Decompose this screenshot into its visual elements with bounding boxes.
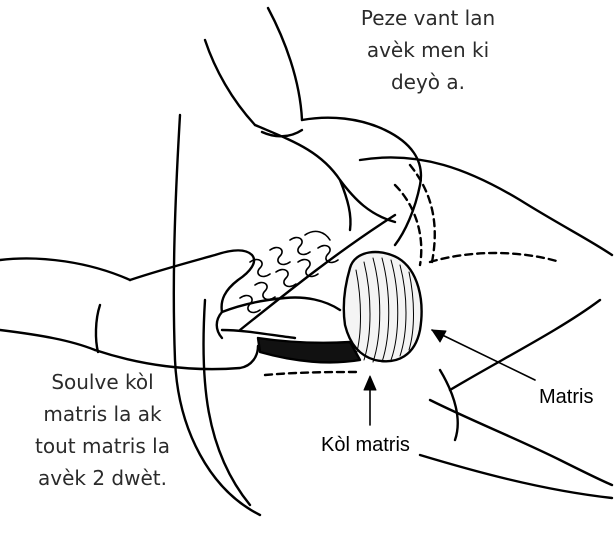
top-arm-inner [205, 40, 255, 125]
cervix-arrow [364, 376, 376, 425]
uterus-shape [344, 252, 422, 362]
dashed-organ-top [410, 165, 435, 262]
bottom-hand-finger-2 [222, 330, 295, 338]
bottom-arm-upper [0, 258, 130, 280]
dashed-vaginal-floor [265, 372, 360, 375]
top-hand-palm [255, 125, 395, 222]
bottom-arm-lower [0, 330, 95, 350]
caption-line: Peze vant lan [318, 2, 538, 34]
caption-line: matris la ak [0, 398, 205, 430]
pubic-hair-texture [240, 231, 338, 312]
top-arm-outer [268, 8, 302, 120]
instruction-caption-abdomen: Peze vant lan avèk men ki deyò a. [318, 2, 538, 98]
bottom-hand-wrist-band [96, 305, 100, 352]
caption-line: deyò a. [318, 66, 538, 98]
leg-fold-line [420, 455, 612, 498]
top-hand-fingers [302, 118, 421, 245]
uterus-label: Matris [539, 386, 593, 409]
instruction-caption-fingers: Soulve kòl matris la ak tout matris la a… [0, 366, 205, 494]
cervix-channel [258, 338, 360, 362]
bottom-hand-finger-1 [222, 298, 340, 313]
uterus-arrow [432, 330, 535, 380]
cervix-label: Kòl matris [321, 434, 410, 457]
caption-line: Soulve kòl [0, 366, 205, 398]
caption-line: tout matris la [0, 430, 205, 462]
dashed-organ-right [430, 253, 560, 262]
caption-line: avèk 2 dwèt. [0, 462, 205, 494]
bottom-hand-finger-knuckle [217, 312, 222, 338]
buttock-outline [450, 300, 600, 390]
caption-line: avèk men ki [318, 34, 538, 66]
bottom-hand-palm [130, 250, 254, 312]
